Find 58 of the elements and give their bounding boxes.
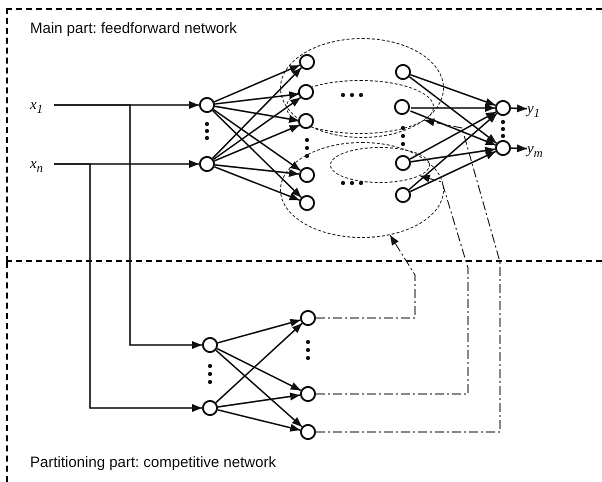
- arrow: [217, 318, 301, 344]
- neuron-circle: [495, 140, 511, 156]
- variable-label: y$_{1}$: [527, 99, 540, 123]
- variable-label: x$_{n}$: [30, 154, 43, 178]
- arrow: [213, 108, 301, 172]
- neuron-circle: [300, 310, 316, 326]
- neuron-circle: [298, 166, 315, 183]
- arrow: [408, 112, 498, 190]
- neuron-circle: [199, 97, 215, 113]
- panel-frame: [6, 8, 602, 262]
- arrow: [214, 124, 300, 162]
- arrow: [510, 104, 528, 112]
- arrow: [410, 146, 496, 163]
- arrow: [218, 392, 300, 408]
- arrow: [216, 348, 302, 392]
- neuron-circle: [394, 154, 411, 171]
- arrow: [410, 110, 496, 146]
- neuron-circle: [199, 156, 215, 172]
- panel-title: Partitioning part: competitive network: [30, 454, 276, 471]
- arrow: [212, 110, 302, 198]
- arrow: [215, 322, 303, 404]
- arrow: [411, 104, 495, 112]
- neuron-circle: [202, 400, 218, 416]
- arrow: [215, 350, 303, 428]
- arrow: [408, 76, 498, 144]
- arrow: [54, 163, 202, 412]
- arrow: [214, 106, 300, 123]
- neuron-circle: [202, 337, 218, 353]
- variable-label: x$_{1}$: [30, 95, 43, 119]
- neuron-circle: [298, 84, 314, 100]
- neuron-circle: [298, 194, 315, 211]
- neuron-circle: [394, 186, 411, 203]
- arrow: [212, 67, 302, 159]
- cluster-ellipse: [280, 38, 444, 138]
- variable-label: y$_{m}$: [527, 139, 543, 163]
- neuron-circle: [495, 100, 511, 116]
- neuron-circle: [394, 64, 411, 80]
- arrow: [410, 111, 496, 160]
- arrow: [410, 150, 496, 192]
- arrow: [214, 166, 300, 201]
- arrow: [214, 91, 300, 105]
- arrow: [54, 104, 202, 349]
- arrow: [316, 174, 468, 394]
- neuron-circle: [300, 424, 316, 440]
- arrow: [218, 409, 300, 432]
- arrow: [214, 64, 300, 103]
- arrow: [510, 144, 528, 152]
- cluster-ellipse: [286, 80, 434, 134]
- arrow: [410, 74, 496, 106]
- neuron-circle: [394, 99, 410, 116]
- arrow: [316, 234, 416, 318]
- arrow: [316, 118, 500, 432]
- panel-title: Main part: feedforward network: [30, 20, 237, 37]
- neuron-circle: [298, 113, 314, 130]
- neuron-circle: [298, 54, 315, 70]
- arrow: [214, 164, 300, 177]
- neuron-circle: [300, 386, 316, 402]
- arrow: [213, 96, 301, 160]
